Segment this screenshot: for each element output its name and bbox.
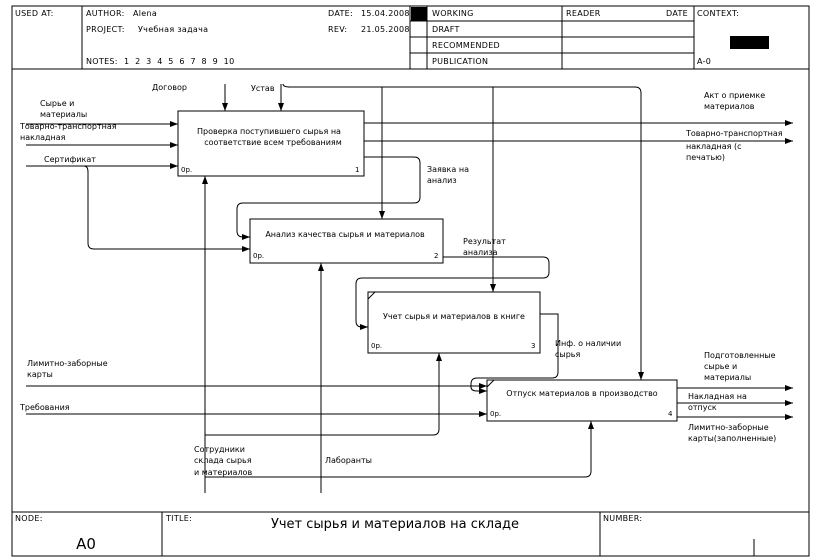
status-recommended: RECOMMENDED [432,41,500,50]
label-info-2: сырья [555,350,581,359]
footer [12,511,809,556]
arrow-zayavka[interactable] [236,156,421,240]
rev-value: 21.05.2008 [361,25,410,34]
notes-numbers: 1 2 3 4 5 6 7 8 9 10 [124,57,234,66]
author-value: Alena [133,9,157,18]
author-label: AUTHOR: [86,9,125,18]
label-ustav: Устав [251,84,275,93]
arrow-sotrudniki-to-box4[interactable] [205,421,594,478]
box-4-cost: 0р. [490,410,501,418]
notes-label: NOTES: [86,57,118,66]
reader-date-label: DATE [666,9,688,18]
box-4-number: 4 [668,410,673,418]
box-3-cost: 0р. [371,342,382,350]
label-sotr-1: Сотрудники [194,445,245,454]
label-dogovor: Договор [152,83,187,92]
context-label: CONTEXT: [697,9,739,18]
label-rezultat-2: анализа [463,248,498,257]
label-rezultat-1: Результат [463,237,506,246]
label-limit-in-2: карты [27,370,53,379]
label-akt-1: Акт о приемке [704,91,765,100]
title-label: TITLE: [165,514,192,523]
label-nakl-1: Накладная на [688,392,747,401]
label-limit-out-1: Лимитно-заборные [688,423,769,432]
label-zayavka-2: анализ [427,176,457,185]
label-syrie-1: Сырье и [40,99,74,108]
label-ttn-in-2: накладная [20,133,66,142]
label-ttn-out-3: печатью) [686,153,725,162]
activity-box-3[interactable]: Учет сырья и материалов в книге 0р. 3 [367,291,541,354]
reader-label: READER [566,9,601,18]
box-2-cost: 0р. [253,252,264,260]
date-value: 15.04.2008 [361,9,410,18]
label-podgot-3: материалы [704,373,751,382]
box-1-title-line2: соответствие всем требованиям [204,138,342,147]
diagram-title: Учет сырья и материалов на складе [271,517,519,532]
used-at-label: USED AT: [15,9,54,18]
context-thumbnail [730,36,769,49]
box-1-number: 1 [355,166,359,174]
activity-box-4[interactable]: Отпуск материалов в производство 0р. 4 [486,379,678,422]
label-podgot-2: сырье и [704,362,737,371]
arrow-rezultat[interactable] [355,256,550,330]
rev-label: REV: [328,25,347,34]
label-sotr-3: и материалов [194,468,252,477]
status-publication: PUBLICATION [432,57,488,66]
page-frame [11,5,810,557]
label-zayavka-1: Заявка на [427,165,469,174]
status-working: WORKING [432,9,474,18]
label-akt-2: материалов [704,102,755,111]
arrow-sotrudniki-to-box3[interactable] [205,353,442,436]
label-sertifikat: Сертификат [44,155,96,164]
label-ttn-out-2: накладная (с [686,142,742,151]
working-status-marker [411,7,427,21]
label-nakl-2: отпуск [688,403,717,412]
box-2-number: 2 [434,252,438,260]
label-limit-in-1: Лимитно-заборные [27,359,108,368]
box-1-cost: 0р. [181,166,192,174]
arrow-ustav-trunk[interactable] [282,83,644,380]
label-info-1: Инф. о наличии [555,339,621,348]
arrow-sertifikat-branch[interactable] [83,165,250,252]
box-3-number: 3 [531,342,535,350]
header [12,6,809,70]
label-ttn-in-1: Товарно-транспортная [19,122,117,131]
project-label: PROJECT: [86,25,125,34]
label-podgot-1: Подготовленные [704,351,776,360]
date-label: DATE: [328,9,353,18]
node-label: NODE: [15,514,43,523]
activity-box-2[interactable]: Анализ качества сырья и материалов 0р. 2 [249,218,444,264]
box-4-title: Отпуск материалов в производство [506,389,657,398]
context-node: A-0 [697,57,711,66]
number-label: NUMBER: [603,514,642,523]
status-draft: DRAFT [432,25,460,34]
activity-box-1[interactable]: Проверка поступившего сырья на соответст… [177,110,365,177]
label-trebovaniya: Требования [19,403,70,412]
box-3-title: Учет сырья и материалов в книге [383,312,525,321]
node-value: A0 [76,535,96,553]
label-limit-out-2: карты(заполненные) [688,434,776,443]
box-1-title-line1: Проверка поступившего сырья на [197,127,341,136]
label-ttn-out-1: Товарно-транспортная [685,129,783,138]
label-syrie-2: материалы [40,110,87,119]
label-laboranty: Лаборанты [325,456,372,465]
arrow-info[interactable] [470,313,559,394]
project-value: Учебная задача [138,25,208,34]
box-2-title: Анализ качества сырья и материалов [265,230,425,239]
label-sotr-2: склада сырья [194,456,252,465]
